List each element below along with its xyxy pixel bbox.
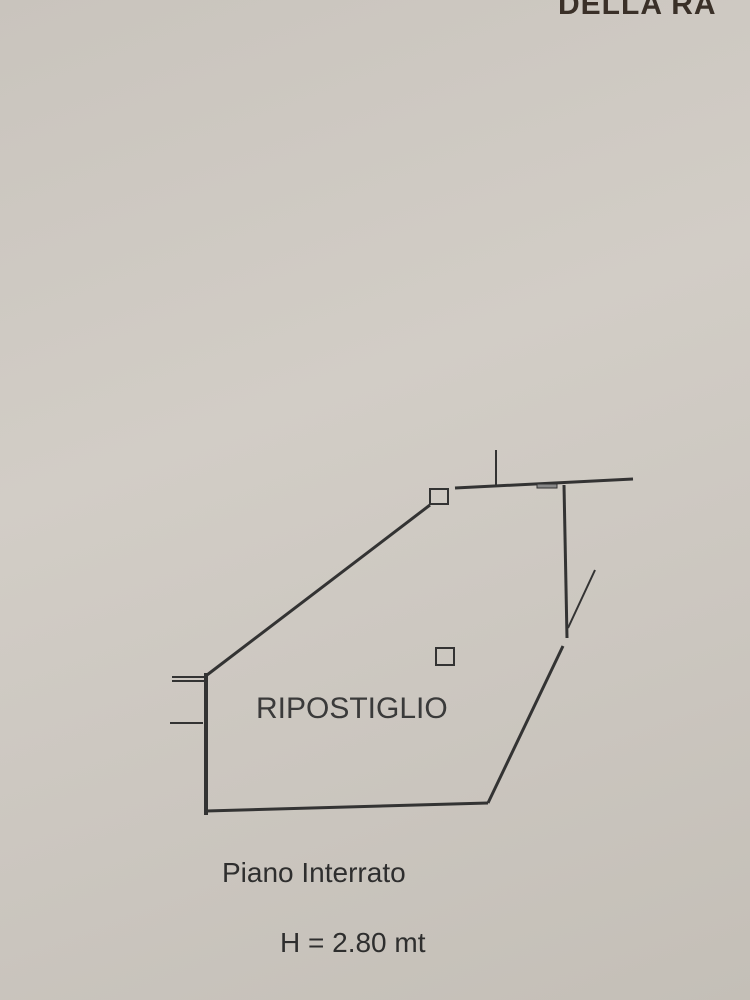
height-label: H = 2.80 mt <box>280 927 426 958</box>
corner-pillar <box>429 488 449 505</box>
small-square-symbol <box>435 647 455 666</box>
bottom-wall <box>205 801 489 813</box>
wall-opening-mark <box>536 483 558 489</box>
room-label: RIPOSTIGLIO <box>256 692 448 725</box>
diagonal-wall-left <box>206 503 431 677</box>
right-wall <box>562 484 569 639</box>
door-swing-line <box>567 569 596 629</box>
document-header-text: DELLA RA <box>558 0 717 21</box>
diagonal-wall-right <box>486 645 565 804</box>
floor-label: Piano Interrato <box>222 857 406 888</box>
